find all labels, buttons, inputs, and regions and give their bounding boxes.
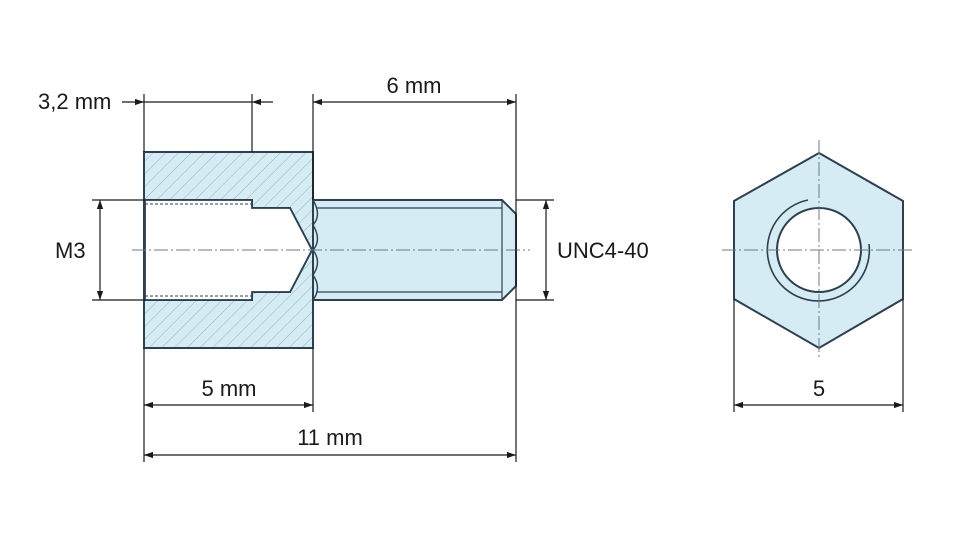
dim-11-label: 11 mm bbox=[297, 425, 363, 450]
dim-hex-label: 5 bbox=[813, 376, 825, 401]
dim-unc-label: UNC4-40 bbox=[557, 238, 649, 263]
dim-5mm-label: 5 mm bbox=[202, 376, 257, 401]
end-view: 5 bbox=[722, 140, 912, 412]
dimensions: 3,2 mm 6 mm M3 UNC4-40 5 mm 11 mm bbox=[38, 73, 649, 462]
dim-m3-label: M3 bbox=[55, 238, 86, 263]
side-view bbox=[132, 151, 530, 349]
hex-thread-arc bbox=[766, 199, 871, 302]
dim-6-label: 6 mm bbox=[387, 73, 442, 98]
dim-3-2-label: 3,2 mm bbox=[38, 89, 111, 114]
